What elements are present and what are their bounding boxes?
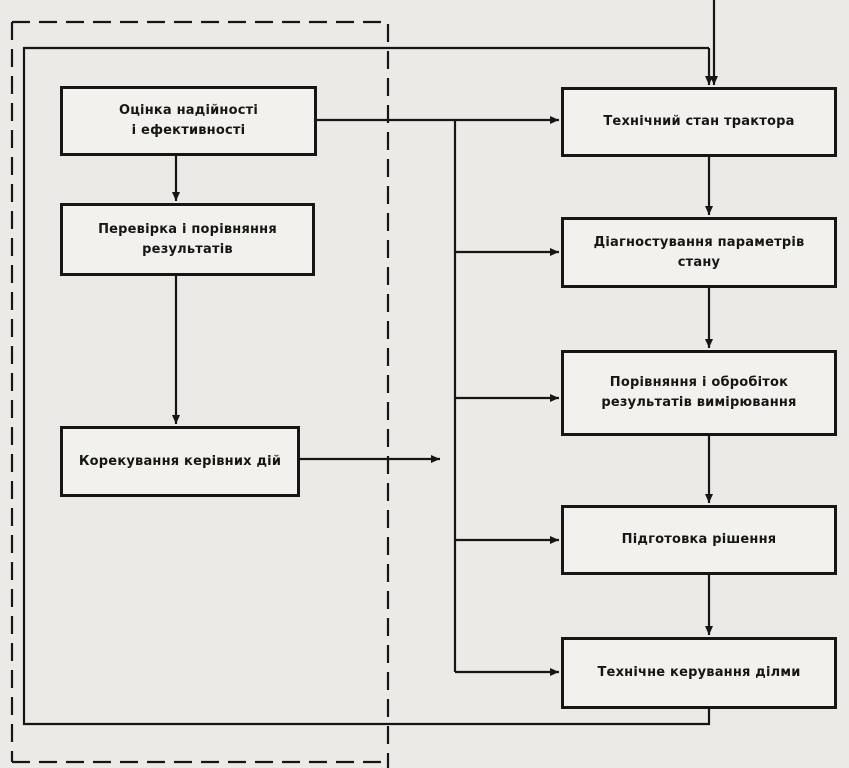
technical-control-block: Технічне керування ділми (561, 637, 837, 709)
state-diagnostics-block: Діагностування параметрів стану (561, 217, 837, 288)
result-check-block: Перевірка і порівняння результатів (60, 203, 315, 276)
technical-control-label: Технічне керування ділми (597, 665, 801, 680)
reliability-assessment-block: Оцінка надійності і ефективності (60, 86, 317, 156)
state-diagnostics-label: Діагностування параметрів стану (593, 234, 805, 270)
measurement-comparison-block: Порівняння і обробіток результатів вимір… (561, 350, 837, 436)
feedback-loop-line (22, 46, 711, 726)
decision-preparation-block: Підготовка рішення (561, 505, 837, 575)
reliability-assessment-label: Оцінка надійності і ефективності (118, 103, 259, 138)
control-correction-label: Корекування керівних дій (78, 453, 282, 469)
tractor-technical-state-label: Технічний стан трактора (603, 114, 795, 129)
control-correction-block: Корекування керівних дій (60, 426, 300, 497)
dashed-boundary (12, 20, 390, 768)
result-check-label: Перевірка і порівняння результатів (98, 221, 277, 257)
tractor-technical-state-block: Технічний стан трактора (561, 87, 837, 157)
decision-preparation-label: Підготовка рішення (621, 532, 777, 547)
measurement-comparison-label: Порівняння і обробіток результатів вимір… (601, 375, 797, 410)
